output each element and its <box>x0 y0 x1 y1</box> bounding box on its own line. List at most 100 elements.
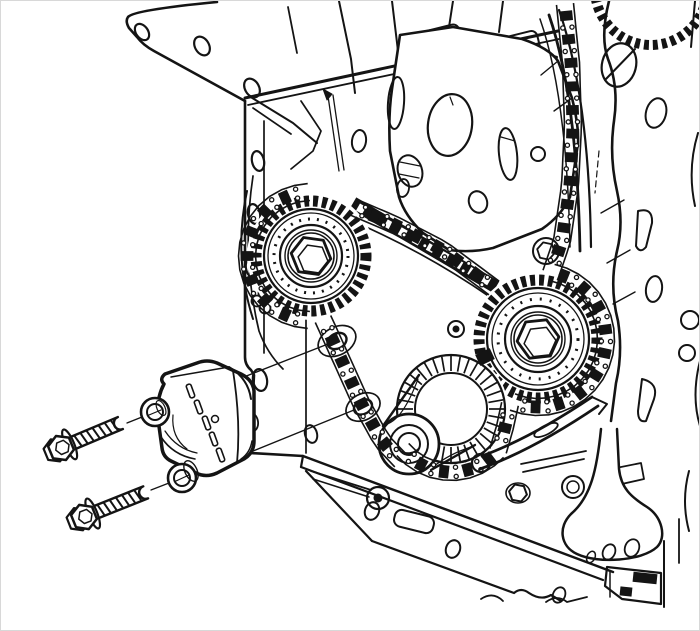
plate-slot <box>386 76 406 130</box>
block-centerline <box>594 150 600 194</box>
oil-pan-rail-bump <box>545 596 588 603</box>
block-hatch <box>600 199 625 214</box>
stud-center <box>452 325 460 333</box>
lower-guide-tip <box>591 396 608 415</box>
cover-boss <box>365 485 391 511</box>
timing-chain-top-strand <box>349 198 500 296</box>
block-hole <box>644 275 664 303</box>
oil-pan-rail-cap <box>299 454 305 469</box>
head-rib <box>391 1 399 52</box>
block-hole <box>680 310 699 330</box>
cam-bolt-right-hex-inner <box>523 326 557 358</box>
cam-bolt-left-washer <box>287 232 335 280</box>
cam-sprocket-right-hub <box>510 311 566 367</box>
crank-hub-side <box>429 443 477 472</box>
cam-sprocket-left-marks <box>272 217 350 295</box>
block-teardrop-hole <box>635 209 654 252</box>
mount-bracket-arm <box>561 427 664 562</box>
cover-hole <box>396 178 410 198</box>
block-hole-slash <box>604 48 636 81</box>
plate-blob-line <box>399 161 421 167</box>
oil-tube <box>327 95 340 172</box>
block-edge-curve <box>690 132 699 207</box>
tensioner-hole-boss <box>345 391 381 423</box>
plate-center-hole <box>426 93 474 157</box>
lower-chain-guide <box>478 404 600 471</box>
leader-line-lower-stub <box>150 482 170 491</box>
block-step-line <box>520 450 587 465</box>
tensioner-boss-upper-hole <box>146 403 164 421</box>
leader-stub <box>148 409 162 416</box>
leader-line-upper-stub <box>126 416 143 424</box>
plate-hole <box>530 146 546 162</box>
cam-sprocket-right <box>471 272 605 406</box>
bracket-stud <box>566 480 580 494</box>
bracket-stud <box>561 475 585 499</box>
plate-blob-line <box>398 173 420 179</box>
cam-sprocket-left-rim <box>267 212 355 300</box>
lower-chain-guide <box>480 395 594 458</box>
cam-sprocket-left <box>247 192 375 320</box>
block-hatch <box>612 291 636 305</box>
oil-pan-rail-edge <box>299 465 605 582</box>
block-edge-curve <box>694 360 699 427</box>
cam-sprocket-right-rim <box>485 286 591 392</box>
head-bolt-hole <box>193 35 211 57</box>
cam-sprocket-left-hub <box>284 229 338 283</box>
leader-stub <box>175 474 190 482</box>
oil-pan-rail-bottom <box>370 539 563 603</box>
lower-guide-pivot <box>470 452 492 474</box>
crank-hub-side <box>381 373 421 428</box>
tensioner-boss-upper-lip <box>155 399 167 417</box>
oil-tube-tip <box>322 88 333 101</box>
plate-slot-line <box>500 136 516 142</box>
upper-chain-guide-edge <box>356 222 491 298</box>
block-corner-line <box>690 1 696 48</box>
block-edge-curve <box>684 470 690 532</box>
head-stub <box>448 1 454 28</box>
oil-pan-rail-face <box>304 469 374 543</box>
block-hole-slashed <box>600 42 638 88</box>
cover-hole <box>250 150 266 172</box>
oil-tube <box>332 94 345 171</box>
cam-sprocket-left-hub <box>278 223 344 289</box>
head-bolt-hole <box>133 22 151 42</box>
tensioner-bolt-lower <box>65 485 150 532</box>
cover-strut <box>252 107 292 135</box>
tensioner-barrel-seam <box>232 370 240 464</box>
cover-strut <box>290 100 322 170</box>
cover-hole <box>350 129 368 153</box>
crank-hub-bore <box>397 432 421 456</box>
cover-arc <box>247 175 284 370</box>
tensioner-spring-arc <box>172 414 188 450</box>
cover-bottom-line <box>310 470 372 491</box>
plate-step <box>540 60 559 76</box>
cylinder-head-outline <box>125 1 247 103</box>
head-bolt-hole <box>243 77 261 99</box>
chain-guide-right <box>539 18 571 248</box>
tensioner-rib <box>215 447 226 463</box>
cam-bolt-right-hex <box>515 318 561 360</box>
plate-blob <box>396 154 424 188</box>
cam-bolt-right-washer <box>513 314 563 364</box>
lower-guide-slot <box>533 421 559 439</box>
upper-chain-guide-segments <box>356 203 495 288</box>
rail-hole <box>444 539 462 559</box>
crank-hub-shade <box>386 378 419 425</box>
cam-sprocket-right-hub <box>503 304 573 374</box>
bracket-hole <box>601 543 617 561</box>
cover-strut <box>248 95 318 144</box>
block-right-edge <box>602 1 622 423</box>
upper-sprocket-arc <box>591 1 699 50</box>
cover-hole <box>303 424 319 444</box>
cover-hole <box>251 367 269 393</box>
bracket-hole <box>623 538 641 558</box>
head-stub <box>498 1 504 33</box>
rail-slot <box>393 508 435 535</box>
foot-dark-slot <box>619 586 633 597</box>
timing-chain-front-run <box>314 315 408 468</box>
block-hole <box>644 97 668 129</box>
rail-hole <box>551 586 567 604</box>
guide-bolt-hex <box>508 483 528 503</box>
stud <box>447 320 465 338</box>
